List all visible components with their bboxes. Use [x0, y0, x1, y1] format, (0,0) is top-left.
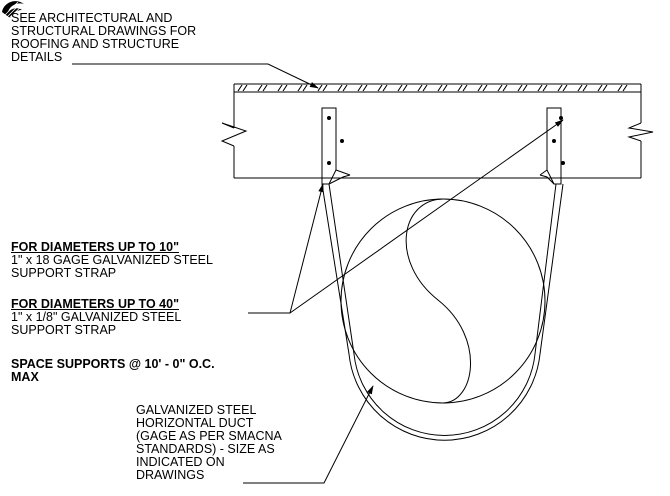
hatch-stroke — [257, 84, 263, 92]
hatch-stroke — [542, 84, 548, 92]
note-strap-small-line: SUPPORT STRAP — [11, 266, 117, 280]
hatch-stroke — [302, 84, 308, 92]
logo-fragment-icon — [2, 1, 24, 20]
hatch-stroke — [417, 84, 423, 92]
hatch-stroke — [382, 84, 388, 92]
note-top: SEE ARCHITECTURAL AND STRUCTURAL DRAWING… — [11, 12, 196, 64]
leader-strap-note — [248, 183, 324, 314]
roof-deck-hatching — [237, 84, 628, 92]
hatch-stroke — [537, 84, 543, 92]
hatch-stroke — [282, 84, 288, 92]
note-top-line: STRUCTURAL DRAWINGS FOR — [11, 24, 197, 38]
hatch-stroke — [337, 84, 343, 92]
hatch-stroke — [497, 84, 503, 92]
hatch-stroke — [582, 84, 588, 92]
note-top-line: SEE ARCHITECTURAL AND — [11, 11, 173, 25]
hatch-stroke — [462, 84, 468, 92]
note-duct: GALVANIZED STEEL HORIZONTAL DUCT (GAGE A… — [136, 404, 282, 482]
hatch-stroke — [622, 84, 628, 92]
note-duct-line: HORIZONTAL DUCT — [136, 416, 254, 430]
leader-duct-note — [243, 385, 374, 484]
hatch-stroke — [602, 84, 608, 92]
hatch-stroke — [322, 84, 328, 92]
hatch-stroke — [597, 84, 603, 92]
note-strap-large: FOR DIAMETERS UP TO 40" 1" x 1/8" GALVAN… — [11, 298, 181, 337]
note-spacing: SPACE SUPPORTS @ 10' - 0" O.C. MAX — [11, 358, 215, 384]
hatch-stroke — [477, 84, 483, 92]
hatch-stroke — [482, 84, 488, 92]
hatch-stroke — [617, 84, 623, 92]
hatch-stroke — [577, 84, 583, 92]
hatch-stroke — [262, 84, 268, 92]
roof-deck-structure — [220, 83, 654, 179]
note-top-line: DETAILS — [11, 50, 63, 64]
support-strap — [321, 183, 564, 441]
note-strap-large-heading: FOR DIAMETERS UP TO 40" — [11, 297, 179, 311]
hatch-stroke — [317, 84, 323, 92]
hatch-stroke — [362, 84, 368, 92]
note-duct-line: INDICATED ON — [136, 455, 225, 469]
hatch-stroke — [557, 84, 563, 92]
hatch-stroke — [562, 84, 568, 92]
hatch-stroke — [297, 84, 303, 92]
hatch-stroke — [397, 84, 403, 92]
hatch-stroke — [377, 84, 383, 92]
hatch-stroke — [457, 84, 463, 92]
hatch-stroke — [437, 84, 443, 92]
hatch-stroke — [342, 84, 348, 92]
leader-lines — [72, 63, 564, 484]
hatch-stroke — [357, 84, 363, 92]
hatch-stroke — [517, 84, 523, 92]
leader-strap-note-2 — [289, 119, 564, 314]
note-duct-line: DRAWINGS — [136, 468, 205, 482]
note-duct-line: (GAGE AS PER SMACNA — [136, 429, 282, 443]
note-spacing-line: SPACE SUPPORTS @ 10' - 0" O.C. — [11, 357, 215, 371]
hatch-stroke — [242, 84, 248, 92]
note-duct-line: STANDARDS) - SIZE AS — [136, 442, 275, 456]
hanger-bracket-right — [539, 107, 565, 185]
note-spacing-line: MAX — [11, 370, 39, 384]
note-strap-large-line: SUPPORT STRAP — [11, 323, 117, 337]
note-strap-small-line: 1" x 18 GAGE GALVANIZED STEEL — [11, 253, 213, 267]
hatch-stroke — [237, 84, 243, 92]
note-strap-small-heading: FOR DIAMETERS UP TO 10" — [11, 240, 179, 254]
hanger-bracket-left — [321, 107, 351, 185]
horizontal-duct — [340, 198, 546, 404]
hatch-stroke — [277, 84, 283, 92]
hatch-stroke — [442, 84, 448, 92]
hatch-stroke — [502, 84, 508, 92]
hatch-stroke — [402, 84, 408, 92]
note-strap-small: FOR DIAMETERS UP TO 10" 1" x 18 GAGE GAL… — [11, 241, 213, 280]
note-duct-line: GALVANIZED STEEL — [136, 403, 257, 417]
note-strap-large-line: 1" x 1/8" GALVANIZED STEEL — [11, 310, 182, 324]
hatch-stroke — [522, 84, 528, 92]
note-top-line: ROOFING AND STRUCTURE — [11, 37, 180, 51]
hatch-stroke — [422, 84, 428, 92]
leader-top-note — [72, 63, 319, 89]
